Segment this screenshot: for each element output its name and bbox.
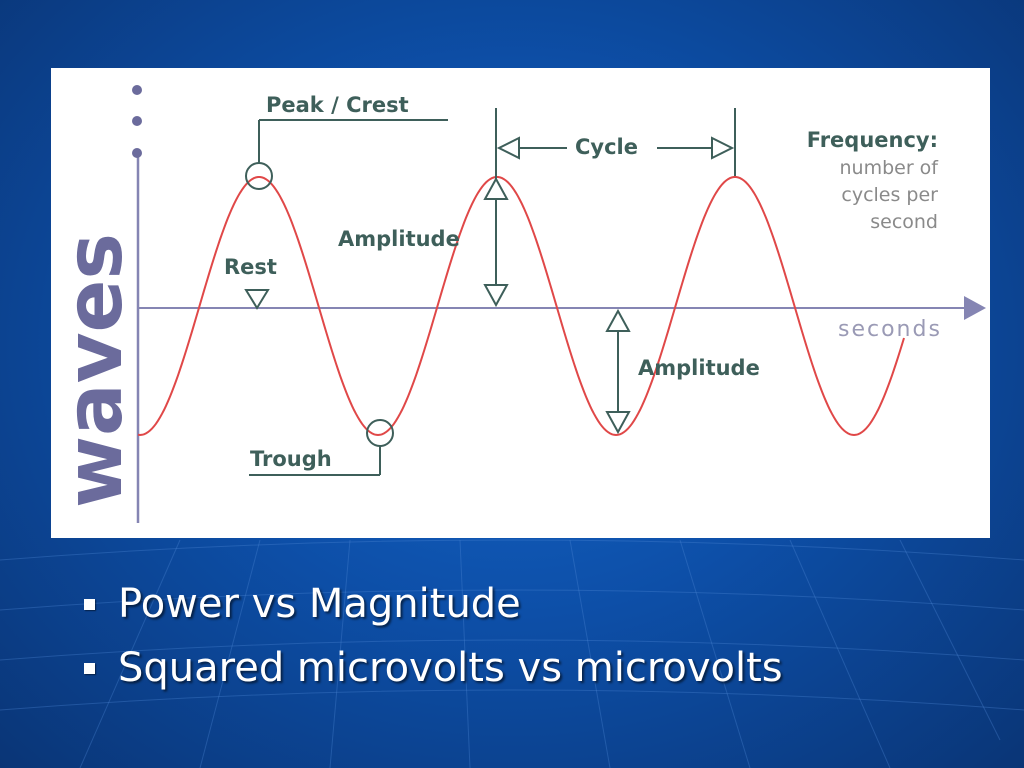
square-bullet-icon [84, 599, 95, 610]
seconds-label: seconds [838, 317, 942, 342]
bullet-item: Squared microvolts vs microvolts [78, 636, 783, 700]
trough-label: Trough [250, 447, 332, 471]
amplitude-label-upper: Amplitude [338, 227, 460, 251]
vertical-word-waves: waves [51, 233, 140, 508]
frequency-line-2: cycles per [841, 184, 938, 206]
time-axis [138, 296, 986, 320]
trough-annotation: Trough [249, 419, 394, 476]
frequency-line-1: number of [839, 157, 939, 179]
bullet-item: Power vs Magnitude [78, 572, 783, 636]
bullet-text: Squared microvolts vs microvolts [118, 645, 783, 691]
cycle-label: Cycle [575, 135, 638, 159]
wave-diagram-panel: waves Peak / Crest [51, 68, 990, 538]
wave-diagram: waves Peak / Crest [51, 85, 986, 523]
rest-label: Rest [224, 255, 277, 279]
frequency-line-3: second [870, 211, 938, 233]
bullet-list: Power vs Magnitude Squared microvolts vs… [78, 572, 783, 700]
amplitude-annotation-lower: Amplitude [605, 308, 760, 435]
rest-annotation: Rest [224, 255, 277, 310]
frequency-title: Frequency: [807, 128, 938, 152]
cycle-annotation: Cycle [495, 108, 736, 300]
peak-label: Peak / Crest [266, 93, 409, 117]
amplitude-annotation-upper: Amplitude [338, 176, 509, 308]
square-bullet-icon [84, 663, 95, 674]
amplitude-label-lower: Amplitude [638, 356, 760, 380]
sine-wave [137, 176, 905, 437]
frequency-annotation: Frequency: number of cycles per second [807, 128, 940, 233]
vertical-axis [132, 85, 142, 523]
bullet-text: Power vs Magnitude [118, 581, 521, 627]
peak-annotation: Peak / Crest [245, 93, 448, 190]
